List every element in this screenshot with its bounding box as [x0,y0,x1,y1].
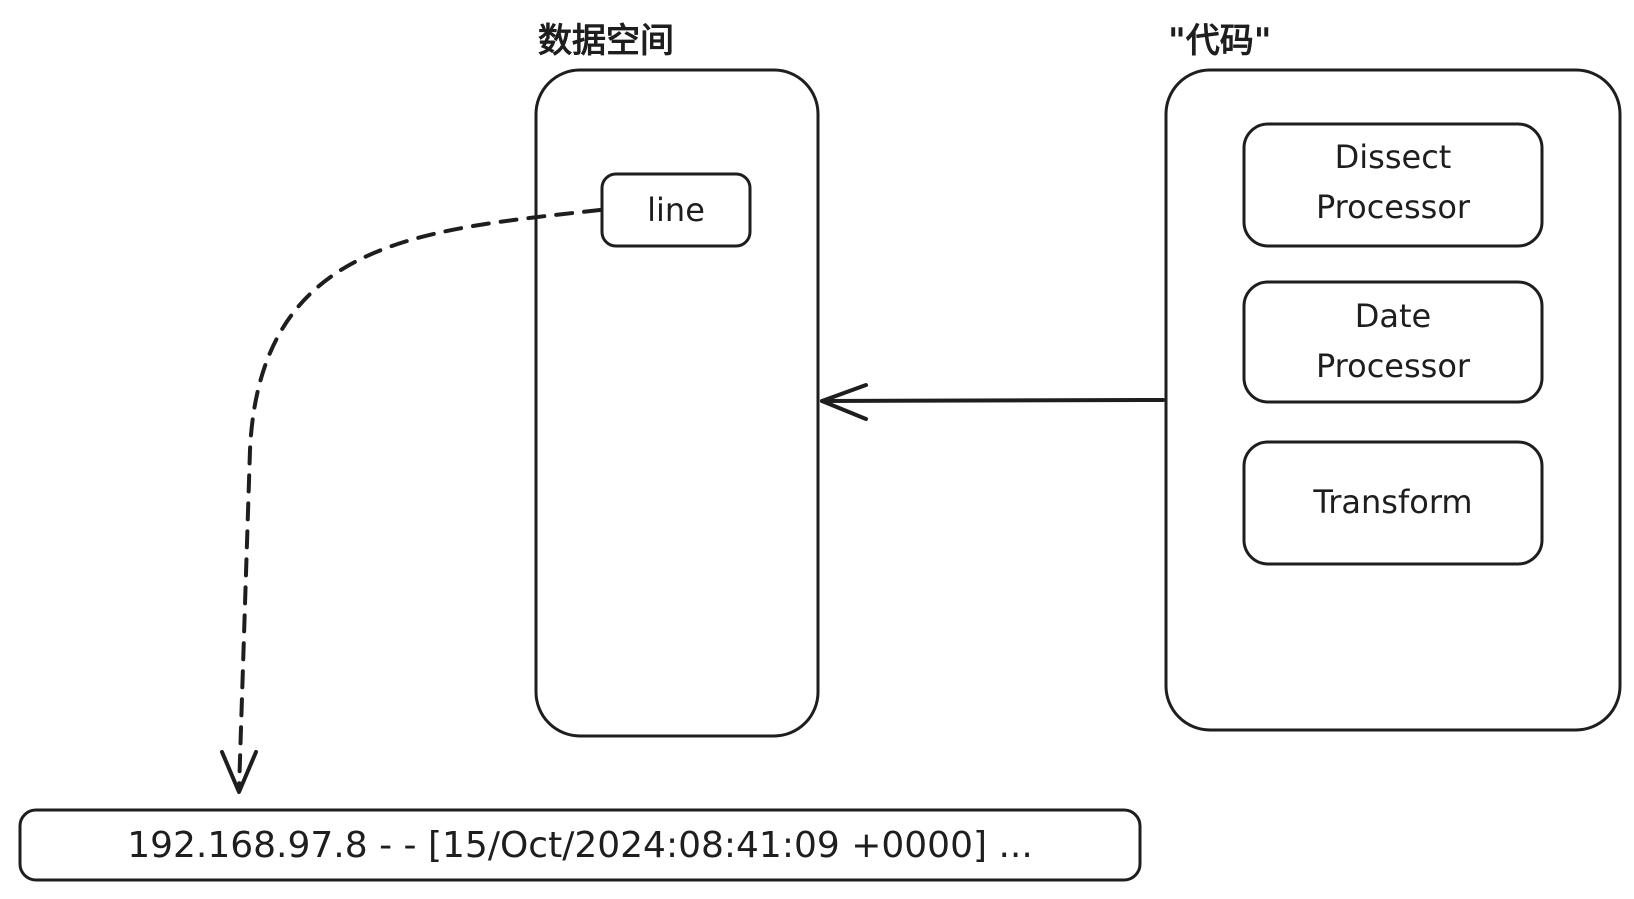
code-to-data-arrow [820,383,1165,421]
processor-dissect: Dissect Processor [1242,122,1544,248]
dissect-processor-label-line2: Processor [1316,188,1471,226]
date-processor-box [1242,280,1544,404]
line-field-label: line [647,191,705,229]
data-space-title: 数据空间 [538,21,674,61]
processor-date: Date Processor [1242,280,1544,404]
transform-label: Transform [1312,483,1472,521]
log-line-text: 192.168.97.8 - - [15/Oct/2024:08:41:09 +… [127,825,1033,866]
code-group: "代码" Dissect Processor Date Processor Tr… [1164,21,1622,732]
code-title: "代码" [1168,21,1271,61]
date-processor-label-line1: Date [1355,297,1431,335]
dissect-processor-label-line1: Dissect [1335,138,1452,176]
transform-box [1242,440,1544,566]
log-line-group: 192.168.97.8 - - [15/Oct/2024:08:41:09 +… [18,808,1142,882]
processor-transform: Transform [1242,440,1544,566]
data-space-group: 数据空间 line [534,21,820,738]
dissect-processor-box [1242,122,1544,248]
date-processor-label-line2: Processor [1316,347,1471,385]
log-line-box [18,808,1142,882]
line-to-log-arrow [220,208,602,794]
data-space-container [534,68,820,738]
